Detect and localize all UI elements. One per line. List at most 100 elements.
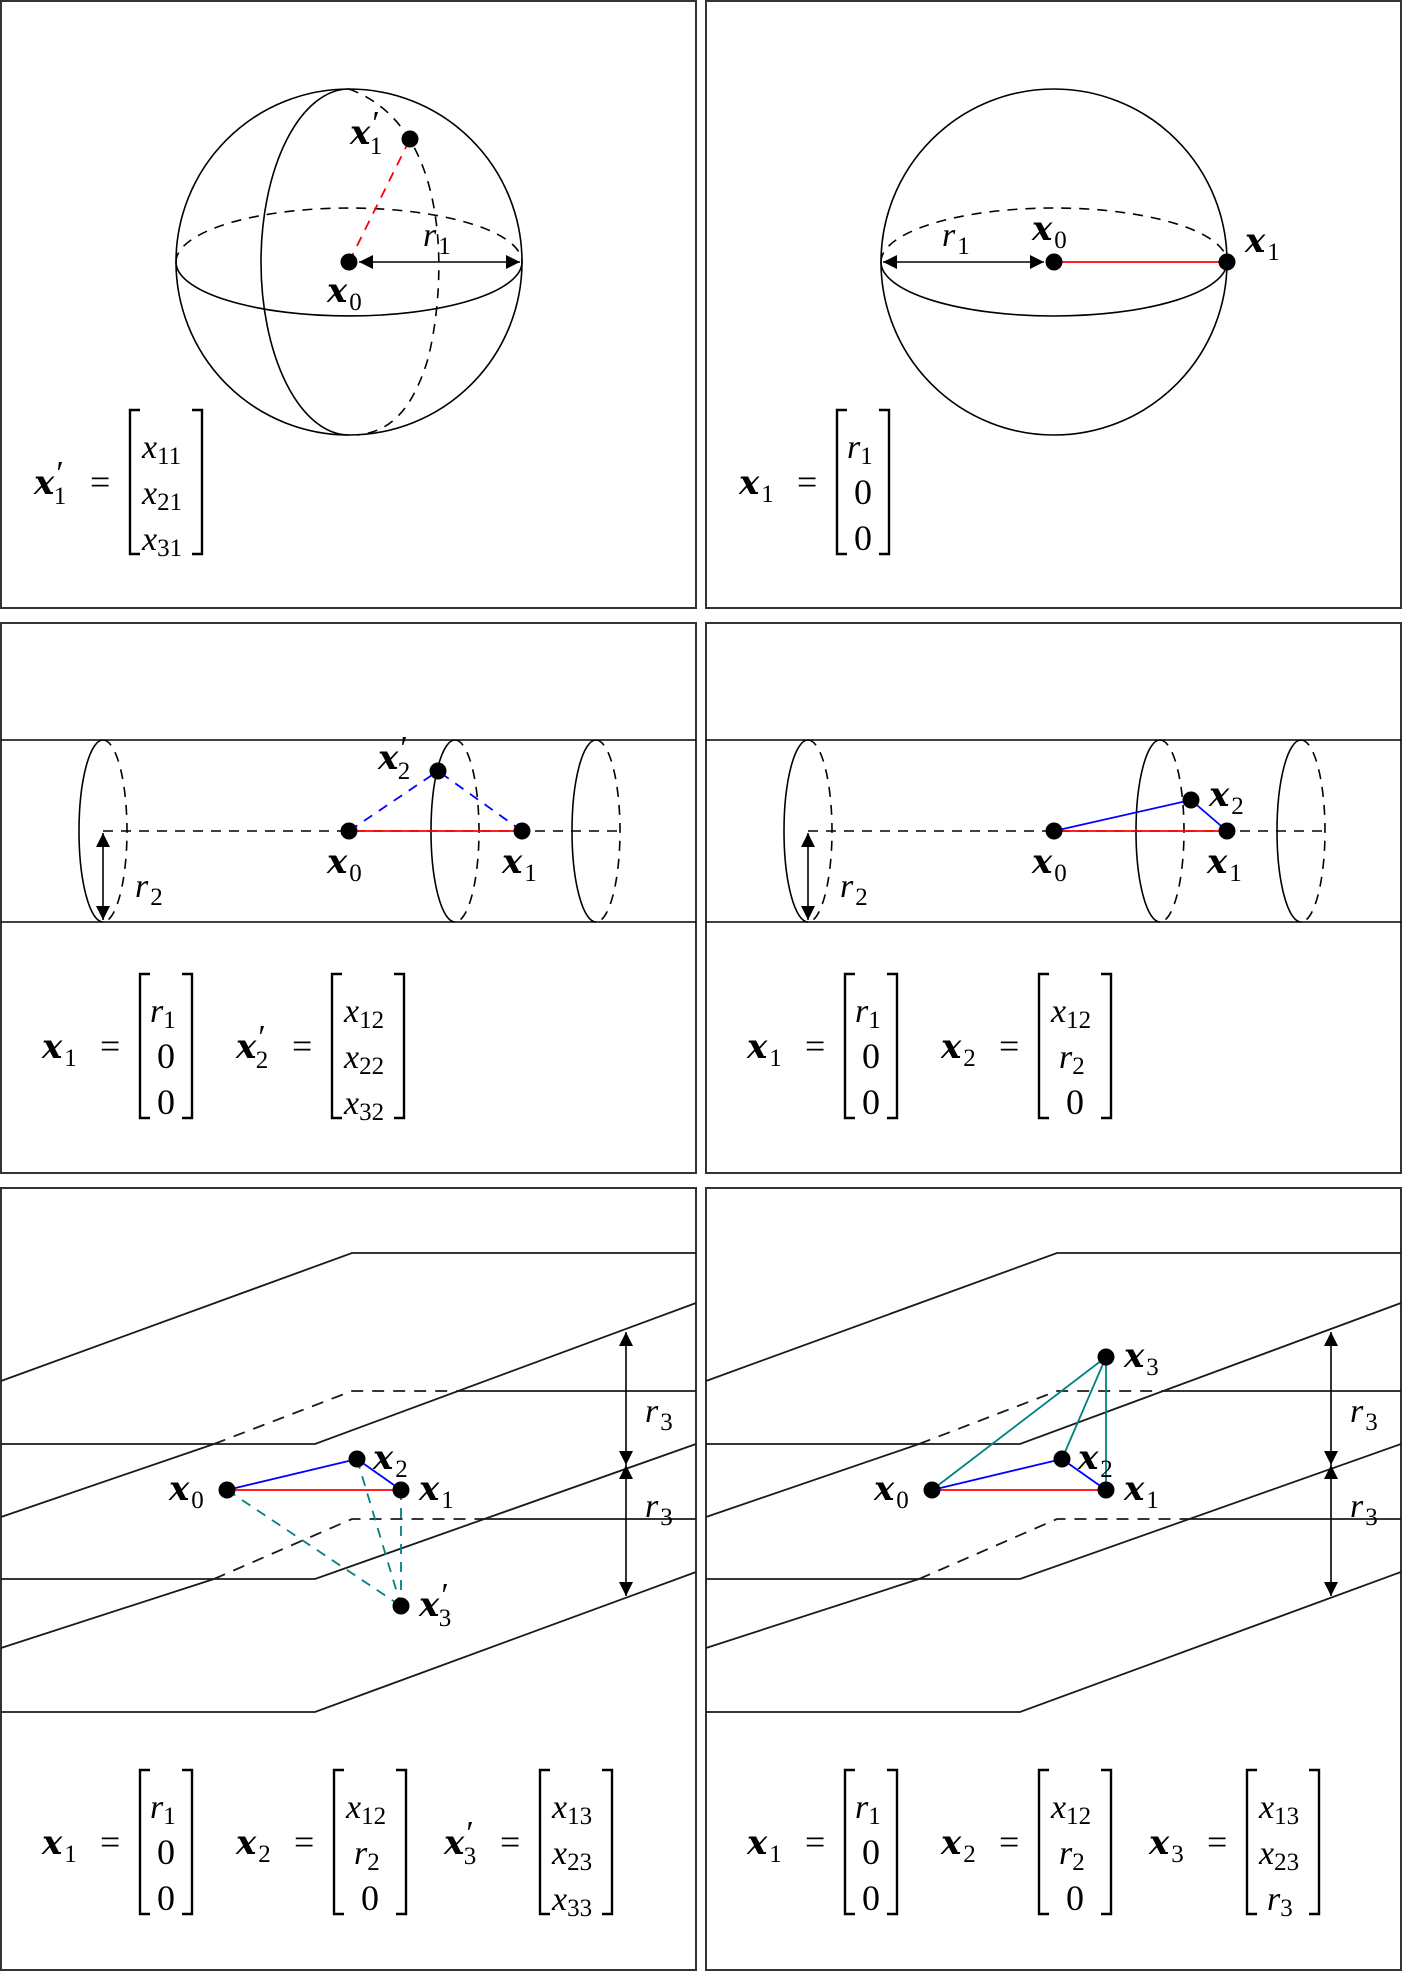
plane-bottom-front-edge xyxy=(706,1571,1402,1713)
label-subscript: 3 xyxy=(1171,1841,1184,1868)
plane-lower-hidden-edge xyxy=(918,1518,1185,1580)
label-subscript: 3 xyxy=(1146,1354,1159,1381)
label-subscript: 3 xyxy=(1365,1409,1378,1436)
equation-lhs: x1 xyxy=(746,1027,782,1072)
point-x3 xyxy=(392,1597,410,1615)
vector-entry: 0 xyxy=(361,1878,379,1918)
label-r1: r1 xyxy=(423,217,451,260)
label-subscript: 1 xyxy=(524,860,537,887)
label-x1prime: x′1 xyxy=(349,105,382,160)
prime-mark: ′ xyxy=(439,1577,447,1614)
label-x2prime: x′2 xyxy=(377,730,410,785)
label-subscript: 2 xyxy=(855,884,868,911)
equals-sign: = xyxy=(1207,1822,1227,1862)
label-symbol: x xyxy=(940,1823,962,1863)
entry-subscript: 2 xyxy=(367,1849,380,1876)
equals-sign: = xyxy=(999,1026,1019,1066)
vector-entry: x12 xyxy=(1050,1789,1091,1830)
entry-symbol: x xyxy=(551,1881,567,1918)
entry-symbol: x xyxy=(345,1789,361,1826)
equation-lhs: x′3 xyxy=(443,1815,476,1870)
entry-symbol: r xyxy=(1059,1039,1073,1076)
entry-symbol: x xyxy=(343,1039,359,1076)
entry-subscript: 12 xyxy=(1066,1007,1091,1034)
prime-mark: ′ xyxy=(398,730,406,767)
left-bracket xyxy=(1037,1768,1049,1916)
vector-entry: r1 xyxy=(855,1789,881,1830)
label-symbol: x xyxy=(33,463,55,503)
equation-lhs: x1 xyxy=(41,1823,77,1868)
edge-x2-x3 xyxy=(356,1458,402,1607)
label-r2: r2 xyxy=(840,868,868,911)
label-subscript: 3 xyxy=(660,1409,673,1436)
vector-entry: 0 xyxy=(157,1082,175,1122)
left-bracket xyxy=(332,1768,344,1916)
label-subscript: 1 xyxy=(761,481,774,508)
label-symbol: x xyxy=(1148,1823,1170,1863)
entry-subscript: 21 xyxy=(157,489,182,516)
plane-middle-front-edge xyxy=(1,1443,697,1580)
label-symbol: r xyxy=(942,217,956,254)
entry-symbol: x xyxy=(141,429,157,466)
vector-entry: 0 xyxy=(862,1832,880,1872)
equation-lhs: x2 xyxy=(940,1027,976,1072)
point-x0 xyxy=(340,253,358,271)
equals-sign: = xyxy=(100,1026,120,1066)
ring-left-front xyxy=(783,739,809,923)
label-symbol: x xyxy=(746,1823,768,1863)
plane-middle-front-edge xyxy=(706,1443,1402,1580)
point-x2 xyxy=(1053,1450,1071,1468)
label-symbol: x xyxy=(501,842,523,882)
label-symbol: r xyxy=(840,868,854,905)
right-bracket xyxy=(1101,972,1113,1120)
entry-symbol: x xyxy=(1050,993,1066,1030)
entry-symbol: x xyxy=(343,1085,359,1122)
label-symbol: r xyxy=(645,1393,659,1430)
label-symbol: x xyxy=(746,1027,768,1067)
label-subscript: 1 xyxy=(64,1841,77,1868)
label-symbol: x xyxy=(326,842,348,882)
label-subscript: 2 xyxy=(398,758,411,785)
edge-x0-x1prime xyxy=(348,138,411,263)
entry-subscript: 1 xyxy=(860,443,873,470)
equation-lhs: x1 xyxy=(738,463,774,508)
equator-back xyxy=(880,207,1228,263)
prime-mark: ′ xyxy=(370,105,378,142)
label-symbol: x xyxy=(235,1823,257,1863)
equator-front xyxy=(175,261,523,317)
plane-upper-front-edge xyxy=(706,1302,1402,1445)
right-bracket xyxy=(602,1768,614,1916)
plane-middle-left-edge xyxy=(705,1443,920,1518)
label-symbol: x xyxy=(418,1469,440,1509)
right-bracket xyxy=(182,972,194,1120)
label-subscript: 3 xyxy=(464,1843,477,1870)
entry-symbol: r xyxy=(1059,1835,1073,1872)
vector-entry: 0 xyxy=(854,472,872,512)
label-r2: r2 xyxy=(135,868,163,911)
plane-upper-front-edge xyxy=(1,1302,697,1445)
panel-frame xyxy=(0,0,697,609)
vector-entry: 0 xyxy=(157,1832,175,1872)
label-subscript: 2 xyxy=(150,884,163,911)
right-bracket xyxy=(182,1768,194,1916)
entry-symbol: r xyxy=(150,1789,164,1826)
vector-entry: 0 xyxy=(157,1036,175,1076)
plane-top-back-edge xyxy=(0,1252,696,1382)
entry-symbol: x xyxy=(1258,1789,1274,1826)
vector-entry: 0 xyxy=(1066,1878,1084,1918)
label-symbol: x xyxy=(1206,842,1228,882)
entry-subscript: 1 xyxy=(163,1803,176,1830)
label-subscript: 2 xyxy=(963,1045,976,1072)
label-symbol: x xyxy=(168,1469,190,1509)
entry-symbol: x xyxy=(1258,1835,1274,1872)
point-x1 xyxy=(392,1481,410,1499)
point-x0 xyxy=(923,1481,941,1499)
label-symbol: r xyxy=(645,1488,659,1525)
vector-entry: x12 xyxy=(1050,993,1091,1034)
